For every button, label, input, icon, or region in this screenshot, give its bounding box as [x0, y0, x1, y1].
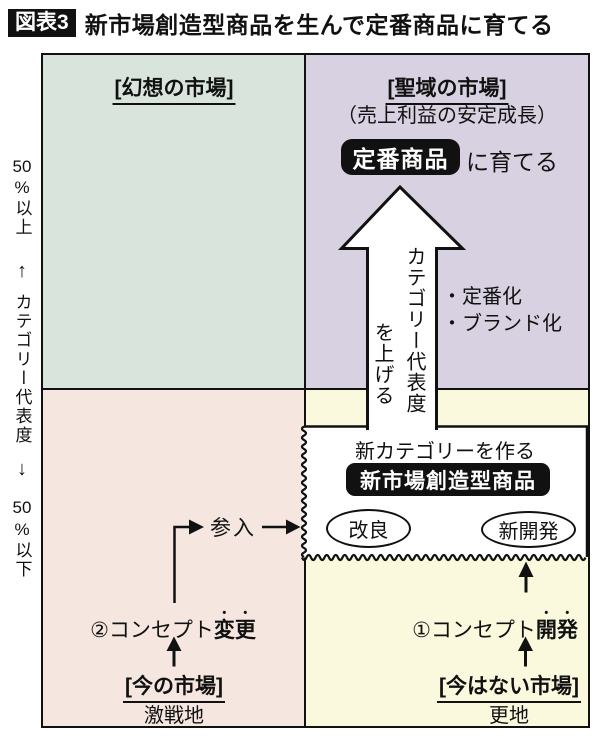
- creation-box-title: 新カテゴリーを作る: [355, 441, 535, 463]
- axis-bottom-number: 50: [12, 498, 32, 518]
- axis-top-suffix: %以上: [12, 178, 32, 238]
- bullet-standardization: ・定番化: [442, 286, 522, 308]
- axis-label: カテゴリー代表度: [12, 293, 32, 446]
- nonexistent-market-caption: 更地: [489, 705, 529, 727]
- concept-develop-label: ①コンセプト開発: [412, 619, 578, 642]
- quadrant-illusion-market: [43, 55, 305, 389]
- figure-header: 図表3 新市場創造型商品を生んで定番商品に育てる: [8, 6, 554, 40]
- current-market-label: [今の市場]: [123, 670, 225, 703]
- figure-title: 新市場創造型商品を生んで定番商品に育てる: [84, 12, 554, 38]
- figure-number-badge: 図表3: [8, 9, 76, 37]
- matrix-border: [41, 53, 590, 728]
- sanctuary-market-label: [聖域の市場]: [385, 72, 509, 105]
- category-representation-axis: 50 %以上 ↑ カテゴリー代表度 ↓ 50 %以下: [2, 157, 42, 579]
- nonexistent-market-label: [今はない市場]: [437, 670, 581, 703]
- big-arrow-text-line2: を上げる: [371, 322, 393, 406]
- entry-label: 参入: [210, 517, 256, 540]
- new-market-product-box: 新市場創造型商品: [346, 463, 550, 496]
- axis-bottom-suffix: %以下: [12, 519, 32, 579]
- current-market-caption: 激戦地: [144, 705, 204, 727]
- matrix-vertical-divider-top: [303, 55, 306, 427]
- illusion-market-label: [幻想の市場]: [112, 72, 236, 105]
- bullet-branding: ・ブランド化: [442, 313, 562, 335]
- standard-product-box: 定番商品: [341, 139, 460, 175]
- big-arrow-text-line1: カテゴリー代表度: [403, 246, 425, 414]
- sanctuary-market-subtitle: （売上利益の安定成長）: [337, 105, 557, 127]
- matrix-horizontal-divider: [43, 387, 588, 390]
- improvement-oval: 改良: [326, 509, 411, 548]
- bullet-list: ・定番化 ・ブランド化: [442, 284, 562, 338]
- concept-change-emphasis: 変更: [213, 619, 256, 642]
- axis-down-arrow-icon: ↓: [17, 458, 27, 481]
- new-development-oval: 新開発: [481, 511, 576, 548]
- concept-develop-emphasis: 開発: [535, 619, 578, 642]
- axis-top-number: 50: [12, 157, 32, 176]
- concept-change-label: ②コンセプト変更: [90, 619, 256, 642]
- standard-product-suffix: に育てる: [466, 149, 558, 175]
- matrix-vertical-divider-bottom: [303, 557, 306, 726]
- axis-up-arrow-icon: ↑: [17, 260, 27, 283]
